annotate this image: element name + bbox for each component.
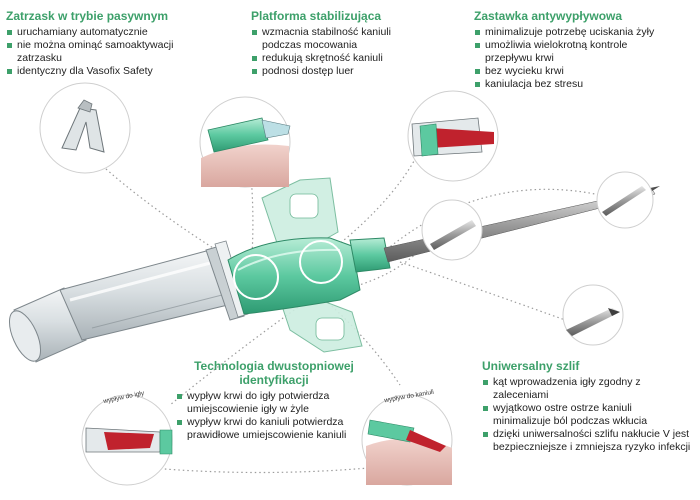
bullet-list: wzmacnia stabilność kaniuli podczas moco… [251, 26, 416, 78]
bullet-item: wyjątkowo ostre ostrze kaniuli minimaliz… [482, 402, 692, 428]
inset-bevel-top [596, 171, 654, 229]
bullet-item: podnosi dostęp luer [251, 65, 416, 78]
connector-bottom-arc [119, 464, 401, 474]
connector-bevel-top [379, 188, 601, 256]
bullet-item: redukują skrętność kaniuli [251, 52, 416, 65]
connector-bevel-bottom [399, 261, 566, 321]
inset-cannula-flash [361, 394, 453, 486]
section-title: Technologia dwustopniowej identyfikacji [194, 359, 354, 387]
section-title: Zastawka antywypływowa [474, 9, 623, 23]
bullet-list: minimalizuje potrzebę uciskania żyły umo… [474, 26, 662, 91]
stabilizing-platform [261, 177, 363, 353]
section-passive-latch: Zatrzask w trybie pasywnym uruchamiany a… [6, 9, 221, 78]
section-antireflux-valve: Zastawka antywypływowa minimalizuje potr… [474, 9, 662, 91]
inset-platform [199, 96, 291, 188]
section-stabilizing-platform: Platforma stabilizująca wzmacnia stabiln… [251, 9, 416, 78]
inset-needle-flash [81, 394, 173, 486]
bullet-list: uruchamiany automatycznie nie można omin… [6, 26, 221, 78]
bullet-list: kąt wprowadzenia igły zgodny z zalecenia… [482, 376, 692, 454]
bullet-item: umożliwia wielokrotną kontrole przepływu… [474, 39, 662, 65]
bullet-item: nie można ominąć samoaktywacji zatrzasku [6, 39, 221, 65]
bullet-item: bez wycieku krwi [474, 65, 662, 78]
bullet-item: wypływ krwi do igły potwierdza umiejscow… [176, 390, 372, 416]
inset-bevel-bottom [562, 284, 624, 346]
cannula-hub [227, 237, 391, 315]
bullet-item: kąt wprowadzenia igły zgodny z zalecenia… [482, 376, 692, 402]
bullet-item: uruchamiany automatycznie [6, 26, 221, 39]
connector-platform [247, 147, 254, 256]
section-universal-bevel: Uniwersalny szlif kąt wprowadzenia igły … [482, 359, 692, 454]
bullet-item: minimalizuje potrzebę uciskania żyły [474, 26, 662, 39]
section-title: Zatrzask w trybie pasywnym [6, 9, 169, 23]
bullet-list: wypływ krwi do igły potwierdza umiejscow… [176, 390, 372, 442]
bullet-item: identyczny dla Vasofix Safety [6, 65, 221, 78]
section-title: Uniwersalny szlif [482, 359, 580, 373]
inset-valve [407, 90, 499, 182]
bullet-item: wzmacnia stabilność kaniuli podczas moco… [251, 26, 416, 52]
inset-bevel-mid [421, 199, 483, 261]
bullet-item: kaniulacja bez stresu [474, 78, 662, 91]
section-title: Platforma stabilizująca [251, 9, 382, 23]
highlight-circles [233, 240, 343, 300]
cannula-body [8, 240, 249, 363]
bullet-item: wypływ krwi do kaniuli potwierdza prawid… [176, 416, 372, 442]
section-dual-identification: Technologia dwustopniowej identyfikacji … [176, 359, 372, 442]
bullet-item: dzięki uniwersalności szlifu nakłucie V … [482, 428, 692, 454]
inset-latch [39, 82, 131, 174]
